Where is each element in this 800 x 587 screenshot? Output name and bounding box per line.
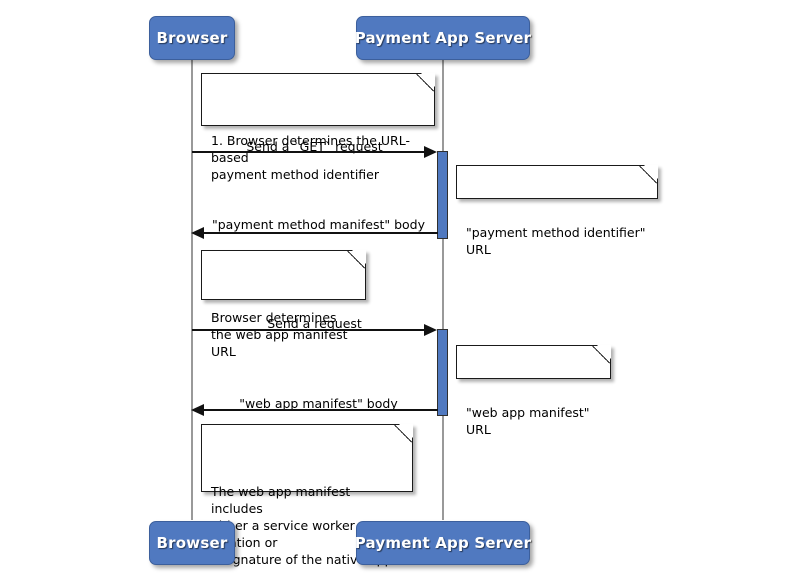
activation-bar-first-request <box>437 151 448 239</box>
lifeline-payment-app-server <box>442 60 444 520</box>
participant-label-payment-app-server-top: Payment App Server <box>354 29 532 47</box>
message-text: "web app manifest" body <box>239 396 398 411</box>
note-text: 1. Browser determines the URL-based paym… <box>211 133 410 182</box>
message-label-send-a-request: Send a request <box>192 316 437 331</box>
message-text: Send a `GET` request <box>246 139 383 154</box>
message-line-web-app-manifest-body <box>196 409 438 411</box>
note-fold-edge-icon <box>639 165 658 184</box>
note-fold-edge-icon <box>592 345 611 364</box>
message-line-payment-method-manifest-body <box>196 232 438 234</box>
message-label-payment-method-manifest-body: "payment method manifest" body <box>196 217 441 232</box>
note-url-based-identifier: 1. Browser determines the URL-based paym… <box>201 73 435 182</box>
note-text: "web app manifest" URL <box>466 405 590 437</box>
participant-label-payment-app-server-bottom: Payment App Server <box>354 534 532 552</box>
note-manifest-includes: The web app manifest includes either a s… <box>201 424 413 567</box>
message-arrowhead-send-a-request <box>424 324 437 336</box>
message-arrowhead-get-request <box>424 146 437 158</box>
message-arrowhead-web-app-manifest-body <box>191 404 204 416</box>
note-fold-edge-icon <box>394 424 413 443</box>
participant-label-browser-top: Browser <box>156 29 228 47</box>
participant-label-browser-bottom: Browser <box>156 534 228 552</box>
note-payment-method-identifier-url: "payment method identifier" URL <box>456 165 658 257</box>
participant-box-browser-top[interactable]: Browser <box>149 16 235 60</box>
message-arrowhead-payment-method-manifest-body <box>191 227 204 239</box>
message-text: Send a request <box>267 316 362 331</box>
note-fold-edge-icon <box>416 73 435 92</box>
note-browser-determines-manifest-url: Browser determines the web app manifest … <box>201 250 366 359</box>
message-line-send-a-request <box>192 329 430 331</box>
activation-bar-second-request <box>437 329 448 416</box>
lifeline-browser <box>191 60 193 520</box>
participant-box-payment-app-server-bottom[interactable]: Payment App Server <box>354 521 532 565</box>
message-label-web-app-manifest-body: "web app manifest" body <box>196 396 441 411</box>
message-label-get-request: Send a `GET` request <box>192 139 437 154</box>
message-text: "payment method manifest" body <box>211 217 426 232</box>
message-line-get-request <box>192 151 430 153</box>
note-fold-edge-icon <box>347 250 366 269</box>
note-web-app-manifest-url: "web app manifest" URL <box>456 345 611 437</box>
note-text: "payment method identifier" URL <box>466 225 646 257</box>
participant-box-browser-bottom[interactable]: Browser <box>149 521 235 565</box>
participant-box-payment-app-server-top[interactable]: Payment App Server <box>354 16 532 60</box>
